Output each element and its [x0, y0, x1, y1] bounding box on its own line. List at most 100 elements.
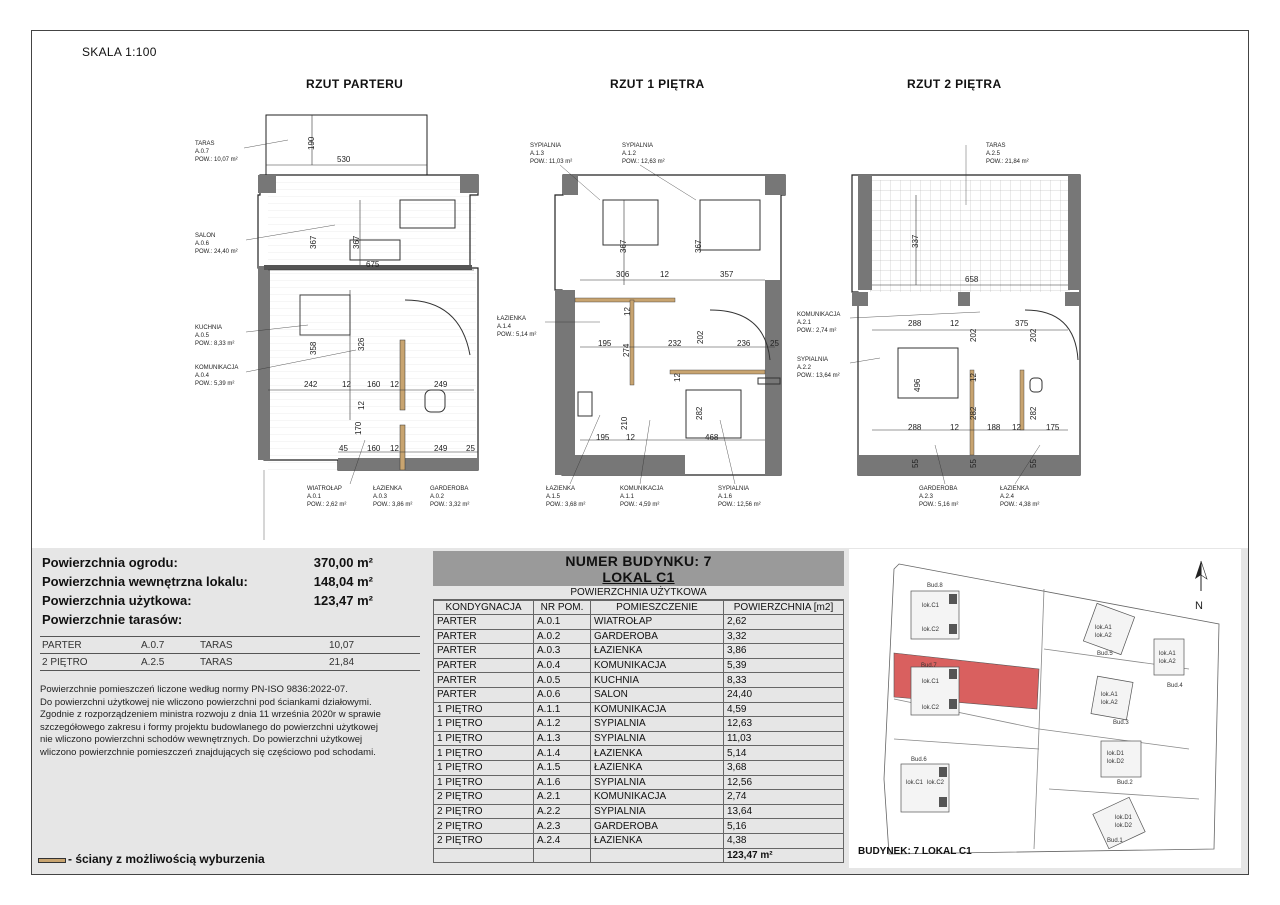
dim: 282 — [969, 406, 978, 420]
plan-title-first: RZUT 1 PIĘTRA — [610, 77, 705, 91]
svg-text:A.0.3: A.0.3 — [373, 494, 388, 500]
dim: 530 — [337, 155, 351, 164]
svg-text:POW.: 3,32 m²: POW.: 3,32 m² — [430, 502, 469, 508]
plan-title-ground: RZUT PARTERU — [306, 77, 404, 91]
dim: 25 — [770, 339, 779, 348]
drawing-sheet — [31, 30, 1249, 875]
site-building-name: Bud.1 — [1107, 838, 1123, 844]
svg-text:GARDEROBA: GARDEROBA — [430, 486, 468, 492]
site-unit: lok.A2 — [1159, 659, 1176, 665]
svg-text:SYPIALNIA: SYPIALNIA — [718, 486, 749, 492]
dim: 12 — [623, 307, 632, 316]
dim: 12 — [626, 433, 635, 442]
table-header-row: KONDYGNACJA NR POM. POMIESZCZENIE POWIER… — [433, 600, 844, 615]
svg-text:POW.: 24,40 m²: POW.: 24,40 m² — [195, 249, 238, 255]
svg-text:POW.: 4,38 m²: POW.: 4,38 m² — [1000, 502, 1039, 508]
dim: 232 — [668, 339, 682, 348]
dim: 306 — [616, 270, 630, 279]
dim: 12 — [390, 380, 399, 389]
svg-text:SYPIALNIA: SYPIALNIA — [622, 143, 653, 149]
dim: 202 — [969, 328, 978, 342]
svg-text:POW.: 2,74 m²: POW.: 2,74 m² — [797, 328, 836, 334]
dim: 675 — [366, 260, 380, 269]
svg-text:SALON: SALON — [195, 233, 215, 239]
site-building-name: Bud.6 — [911, 757, 927, 763]
svg-text:TARAS: TARAS — [195, 141, 215, 147]
dim: 496 — [913, 378, 922, 392]
site-unit: lok.C1 — [922, 603, 940, 609]
svg-text:A.2.2: A.2.2 — [797, 365, 812, 371]
svg-text:POW.: 12,63 m²: POW.: 12,63 m² — [622, 159, 665, 165]
dim: 367 — [694, 239, 703, 253]
svg-text:POW.: 4,59 m²: POW.: 4,59 m² — [620, 502, 659, 508]
north-arrow-icon: N — [1195, 560, 1208, 612]
site-unit: lok.A2 — [1101, 700, 1118, 706]
dim: 195 — [596, 433, 610, 442]
svg-text:POW.: 2,62 m²: POW.: 2,62 m² — [307, 502, 346, 508]
site-building-name: Bud.3 — [1113, 720, 1129, 726]
svg-text:A.2.1: A.2.1 — [797, 320, 812, 326]
dim: 55 — [969, 459, 978, 468]
dim: 282 — [695, 406, 704, 420]
dim: 202 — [1029, 328, 1038, 342]
rooms-table-box: NUMER BUDYNKU: 7 LOKAL C1 POWIERZCHNIA U… — [433, 551, 844, 864]
svg-text:A.1.5: A.1.5 — [546, 494, 561, 500]
site-unit: lok.C2 — [922, 705, 940, 711]
dim: 175 — [1046, 423, 1060, 432]
dim: 375 — [1015, 319, 1029, 328]
svg-text:ŁAZIENKA: ŁAZIENKA — [546, 486, 575, 492]
plan-title-second: RZUT 2 PIĘTRA — [907, 77, 1002, 91]
svg-text:TARAS: TARAS — [986, 143, 1006, 149]
site-map-caption: BUDYNEK: 7 LOKAL C1 — [858, 846, 972, 857]
removable-wall-legend-text: - ściany z możliwością wyburzenia — [68, 852, 265, 866]
dim: 249 — [434, 444, 448, 453]
svg-text:A.1.4: A.1.4 — [497, 324, 512, 330]
svg-text:POW.: 10,07 m²: POW.: 10,07 m² — [195, 157, 238, 163]
stat-label-garden: Powierzchnia ogrodu: — [42, 555, 178, 570]
svg-text:A.0.1: A.0.1 — [307, 494, 322, 500]
usable-area-subheading: POWIERZCHNIA UŻYTKOWA — [433, 586, 844, 600]
building-heading: NUMER BUDYNKU: 7 LOKAL C1 — [433, 551, 844, 586]
dim: 282 — [1029, 406, 1038, 420]
total-area: 123,47 m² — [723, 847, 844, 864]
svg-text:A.0.2: A.0.2 — [430, 494, 445, 500]
site-unit: lok.D2 — [1107, 759, 1125, 765]
site-map: Bud.8 lok.C1 lok.C2 Bud.5 lok.A1 lok.A2 … — [849, 549, 1241, 868]
dim: 367 — [352, 235, 361, 249]
site-unit: lok.A1 — [1095, 625, 1112, 631]
stat-value-garden: 370,00 m² — [313, 555, 373, 570]
dim: 236 — [737, 339, 751, 348]
site-building-name: Bud.8 — [927, 583, 943, 589]
stat-label-usable: Powierzchnia użytkowa: — [42, 593, 192, 608]
site-unit: lok.D1 — [1115, 815, 1133, 821]
dim: 160 — [367, 380, 381, 389]
stat-label-terraces: Powierzchnie tarasów: — [42, 612, 183, 627]
dim: 12 — [390, 444, 399, 453]
dim: 160 — [367, 444, 381, 453]
svg-text:POW.: 5,39 m²: POW.: 5,39 m² — [195, 381, 234, 387]
svg-text:KOMUNIKACJA: KOMUNIKACJA — [195, 365, 238, 371]
dim: 326 — [357, 337, 366, 351]
stat-value-usable: 123,47 m² — [313, 593, 373, 608]
dim: 190 — [307, 136, 316, 150]
stat-label-interior: Powierzchnia wewnętrzna lokalu: — [42, 574, 248, 589]
rooms-table: KONDYGNACJA NR POM. POMIESZCZENIE POWIER… — [433, 600, 844, 864]
site-building-name: Bud.7 — [921, 663, 937, 669]
dim: 210 — [620, 416, 629, 430]
